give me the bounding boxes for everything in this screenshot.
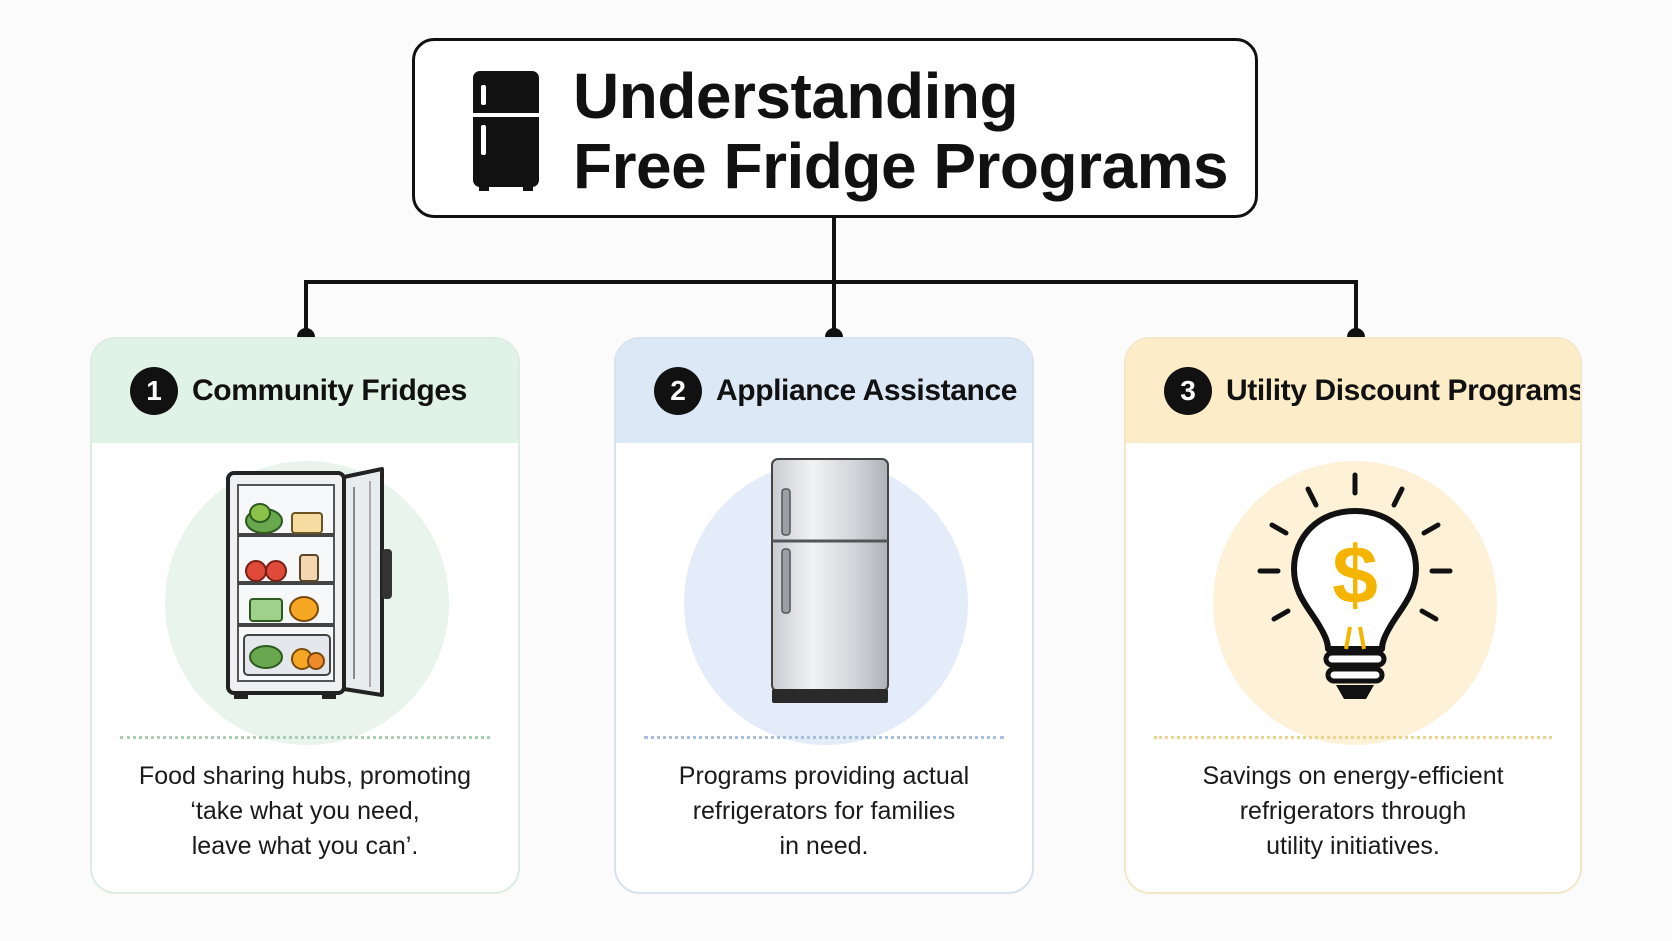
- card-title: Community Fridges: [192, 374, 467, 407]
- card-description: Programs providing actual refrigerators …: [636, 759, 1012, 864]
- description-line: in need.: [779, 832, 869, 860]
- card-header: 2 Appliance Assistance: [616, 339, 1032, 443]
- description-line: Programs providing actual: [678, 762, 970, 790]
- card-header: 3 Utility Discount Programs: [1126, 339, 1580, 443]
- description-line: leave what you can’.: [191, 832, 419, 860]
- title-line-1: Understanding: [573, 60, 1019, 132]
- description-line: refrigerators for families: [692, 797, 956, 825]
- svg-text:$: $: [1332, 530, 1378, 621]
- fridge-icon: [473, 71, 539, 191]
- step-number-badge: 1: [130, 367, 178, 415]
- card-community-fridges: 1 Community Fridges: [90, 337, 520, 894]
- card-description: Food sharing hubs, promoting ‘take what …: [112, 759, 498, 864]
- card-utility-discount-programs: 3 Utility Discount Programs $ Savings on…: [1124, 337, 1582, 894]
- stainless-refrigerator-icon: [771, 458, 889, 703]
- lightbulb-dollar-icon: $: [1257, 472, 1453, 699]
- description-line: refrigerators through: [1239, 797, 1467, 825]
- card-title: Utility Discount Programs: [1226, 374, 1582, 407]
- card-appliance-assistance: 2 Appliance Assistance Programs providin…: [614, 337, 1034, 894]
- page-title: Understanding Free Fridge Programs: [573, 60, 1229, 202]
- step-number-badge: 2: [654, 367, 702, 415]
- card-header: 1 Community Fridges: [92, 339, 518, 443]
- open-fridge-with-food-icon: [226, 467, 392, 699]
- title-box: Understanding Free Fridge Programs: [412, 38, 1258, 218]
- title-line-2: Free Fridge Programs: [573, 130, 1229, 202]
- dotted-divider: [644, 736, 1004, 739]
- step-number-badge: 3: [1164, 367, 1212, 415]
- description-line: Savings on energy-efficient: [1202, 762, 1504, 790]
- dotted-divider: [1154, 736, 1552, 739]
- description-line: utility initiatives.: [1266, 832, 1440, 860]
- description-line: ‘take what you need,: [190, 797, 420, 825]
- card-description: Savings on energy-efficient refrigerator…: [1146, 759, 1560, 864]
- description-line: Food sharing hubs, promoting: [138, 762, 472, 790]
- dotted-divider: [120, 736, 490, 739]
- card-title: Appliance Assistance: [716, 374, 1018, 407]
